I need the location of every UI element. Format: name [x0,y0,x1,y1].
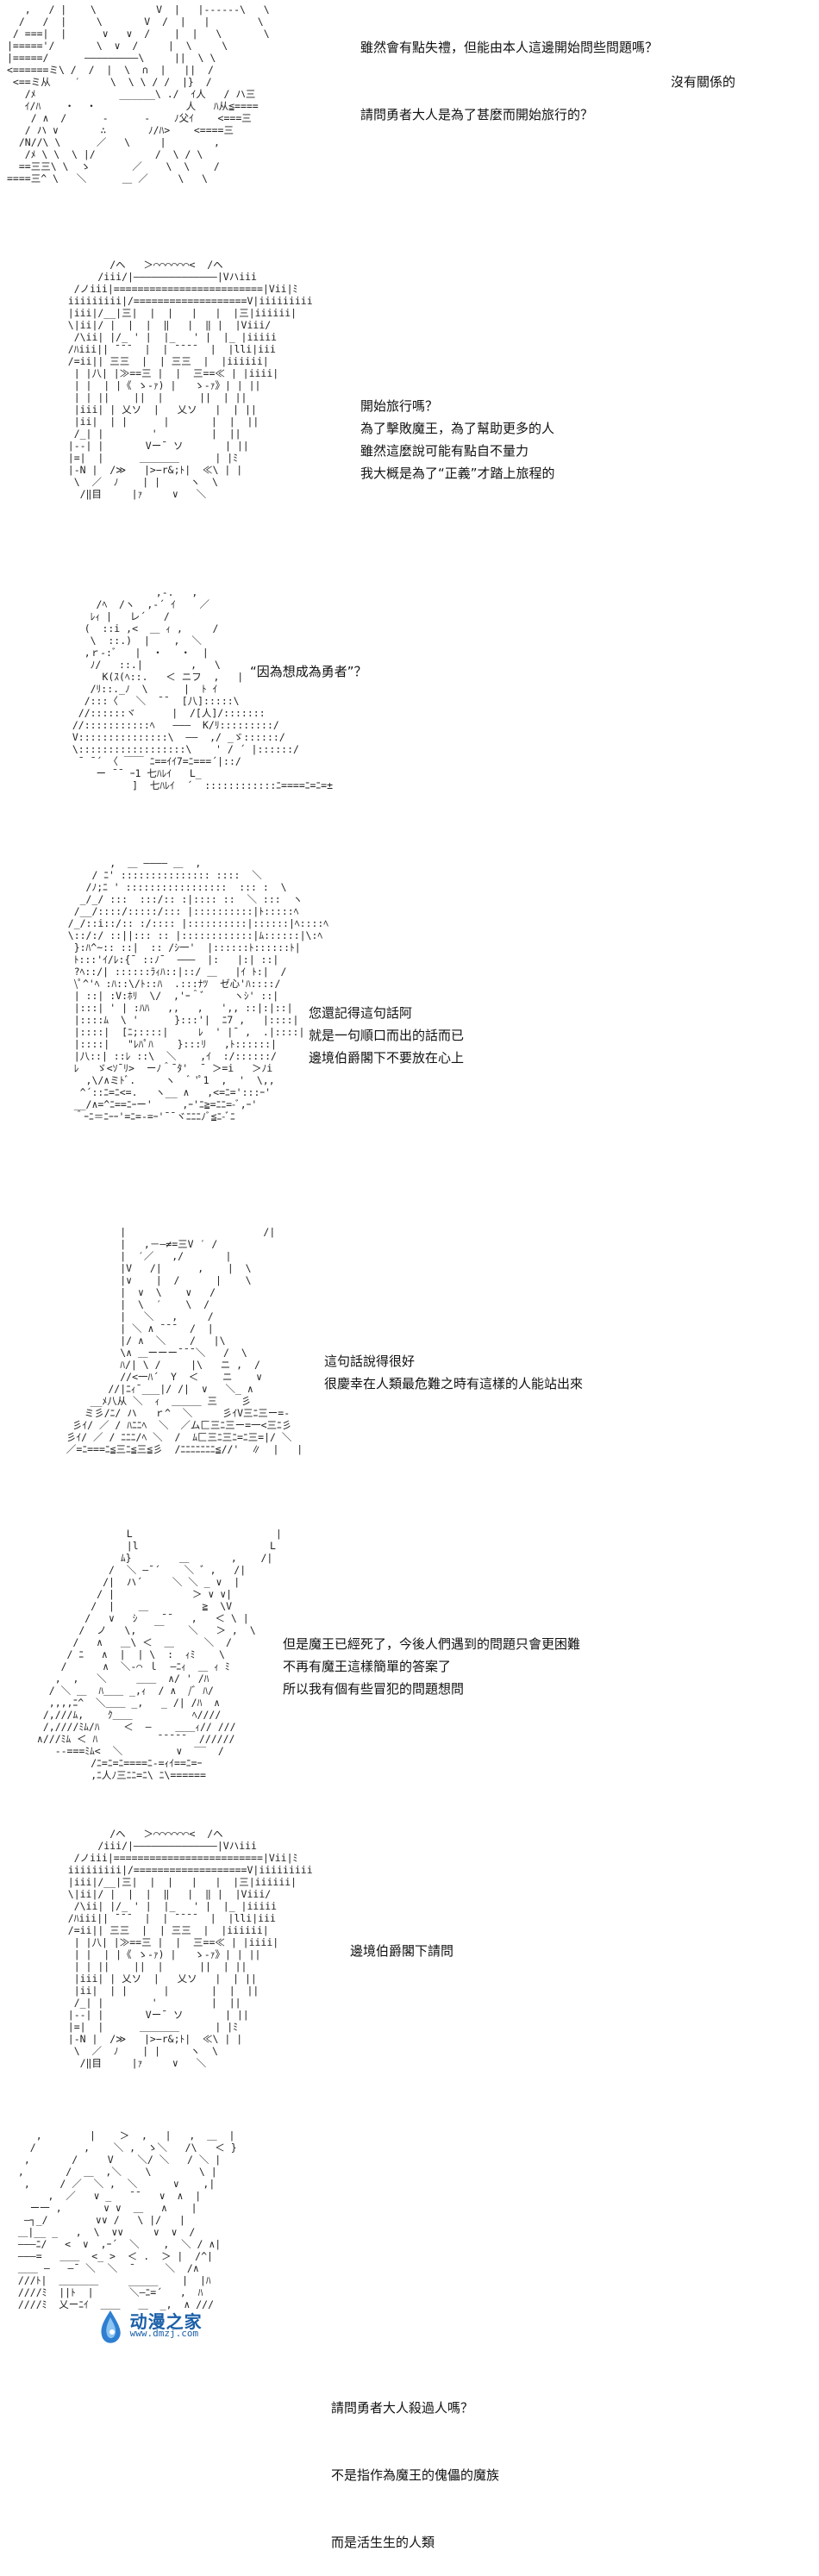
site-logo-icon [101,2310,121,2343]
ascii-art-scholar: , / | \ V | |------\ \ / / | \ V / | | \… [7,3,270,184]
dialogue-box: 請問勇者大人是為了甚麼而開始旅行的？ [360,103,593,126]
panel-7: /ヘ ＞⌒⌒⌒⌒⌒⌒< /ヘ /iii/|――――――――――――――|Vハii… [0,1828,819,2121]
dialogue-line: 邊境伯爵閣下不要放在心上 [309,1050,465,1066]
panel-8: , | ＞ , | , ＿ | / , ＼ , ゝ＼ /\ ＜ } , / V … [0,2121,819,2550]
dialogue-line: 請問勇者大人是為了甚麼而開始旅行的？ [360,107,594,122]
ascii-art-hero-repeat: /ヘ ＞⌒⌒⌒⌒⌒⌒< /ヘ /iii/|――――――――――――――|Vハii… [67,1828,313,2069]
dialogue-line: 這句話說得很好 [324,1354,416,1369]
panel-2: /ヘ ＞⌒⌒⌒⌒⌒⌒< /ヘ /iii/|――――――――――――――|Vハii… [0,250,819,578]
dialogue-line: 而是活生生的人類 [331,2535,435,2550]
panel-4: , ＿ ―――― ＿ , / ﾆ' ::::::::::::::: :::: ＼… [0,845,819,1190]
dialogue-line: 邊境伯爵閣下請問 [350,1943,454,1959]
dialogue-line: 很慶幸在人類最危難之時有這樣的人能站出來 [324,1376,584,1391]
ascii-art-scholar-serious: , | ＞ , | , ＿ | / , ＼ , ゝ＼ /\ ＜ } , / V … [12,2129,499,2550]
dialogue-box: 您還記得這句話阿 就是一句順口而出的話而已 邊境伯爵閣下不要放在心上 [309,1002,464,1069]
dialogue-line: 雖然這麼說可能有點自不量力 [360,443,529,459]
dialogue-box: 雖然會有點失禮，但能由本人這邊開始問些問題嗎？ [360,36,658,59]
dialogue-line: 您還記得這句話阿 [309,1005,413,1021]
ascii-art-hero-smiling: , ＿ ―――― ＿ , / ﾆ' ::::::::::::::: :::: ＼… [67,857,329,1122]
dialogue-line: 開始旅行嗎？ [360,398,439,414]
ascii-art-scholar-thinking: L | |l L ﾑ} ＿ , /| / ＼ ―¯´ ＼ ゛, /| /| ハ´… [36,1528,282,1781]
dialogue-line: 就是一句順口而出的話而已 [309,1028,465,1043]
ascii-art-hero: /ヘ ＞⌒⌒⌒⌒⌒⌒< /ヘ /iii/|――――――――――――――|Vハii… [67,259,313,500]
dialogue-line: 不是指作為魔王的傀儡的魔族 [331,2467,500,2483]
site-watermark: 动漫之家 www.dmzj.com [96,2304,225,2352]
dialogue-box: 邊境伯爵閣下請問 [350,1940,453,1962]
dialogue-line: 請問勇者大人殺過人嗎？ [331,2400,474,2416]
dialogue-line: 雖然會有點失禮，但能由本人這邊開始問些問題嗎？ [360,40,659,55]
aside-remark: 沒有關係的 [671,74,736,90]
site-name: 动漫之家 [129,2311,203,2332]
dialogue-box: 請問勇者大人殺過人嗎？ 不是指作為魔王的傀儡的魔族 而是活生生的人類 [331,2352,499,2576]
dialogue-line: “因為想成為勇者”？ [250,664,367,679]
ascii-art-scholar-bowing: | /| | ,－―≠=三V ′ / | ′／ ,/ | |V /| , | \… [66,1226,303,1455]
panel-5: | /| | ,－―≠=三V ′ / | ′／ ,/ | |V /| , | \… [0,1190,819,1517]
dialogue-box: 這句話說得很好 很慶幸在人類最危難之時有這樣的人能站出來 [324,1350,583,1395]
dialogue-line: 但是魔王已經死了，今後人們遇到的問題只會更困難 [283,1636,581,1652]
dialogue-box: 但是魔王已經死了，今後人們遇到的問題只會更困難 不再有魔王這樣簡單的答案了 所以… [283,1633,580,1700]
site-url: www.dmzj.com [129,2328,199,2339]
dialogue-box: “因為想成為勇者”？ [250,660,367,683]
panel-3: ,-. , /ﾍ /ヽ ,-´ ｲ ／ ﾚｨ | レ´ / ( ::i ,< ＿… [0,578,819,845]
dialogue-line: 我大概是為了“正義”才踏上旅程的 [360,466,555,481]
panel-6: L | |l L ﾑ} ＿ , /| / ＼ ―¯´ ＼ ゛, /| /| ハ´… [0,1517,819,1828]
panel-1: , / | \ V | |------\ \ / / | \ V / | | \… [0,0,819,250]
dialogue-line: 為了擊敗魔王，為了幫助更多的人 [360,421,555,436]
dialogue-line: 不再有魔王這樣簡單的答案了 [283,1659,452,1674]
ascii-art-scholar-surprised: ,-. , /ﾍ /ヽ ,-´ ｲ ／ ﾚｨ | レ´ / ( ::i ,< ＿… [72,586,334,791]
dialogue-box: 開始旅行嗎？ 為了擊敗魔王，為了幫助更多的人 雖然這麼說可能有點自不量力 我大概… [360,395,555,485]
dialogue-line: 所以我有個有些冒犯的問題想問 [283,1681,465,1697]
